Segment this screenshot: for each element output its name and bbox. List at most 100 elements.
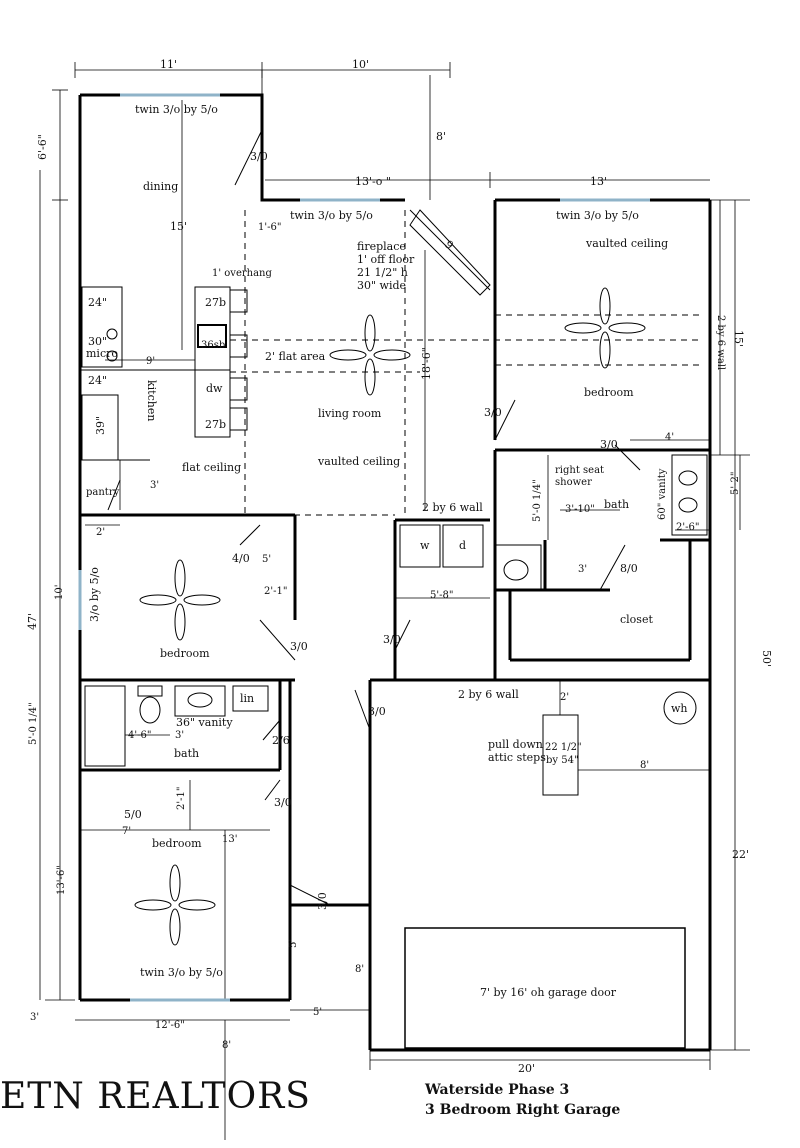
door-label: 4/0 xyxy=(232,552,250,565)
room-label-bedroom3: bedroom xyxy=(152,837,202,850)
dim-label: 3' xyxy=(150,480,159,491)
dim-label: 15' xyxy=(170,220,187,233)
dim-label: 10' xyxy=(352,58,369,71)
note-wall: 2 by 6 wall xyxy=(458,688,519,701)
dim-label: 9' xyxy=(146,356,155,367)
fixture-label: wh xyxy=(671,702,688,715)
title-line2: 3 Bedroom Right Garage xyxy=(425,1102,620,1118)
watermark: ETN REALTORS xyxy=(0,1076,311,1117)
kitchen-counters xyxy=(81,286,248,461)
door-label: 3/0 xyxy=(290,640,308,653)
door-label: 2/6 xyxy=(272,734,290,747)
dim-label: 5' xyxy=(313,1007,322,1018)
door-label: 3/0 xyxy=(600,438,618,451)
fireplace-line: 21 1/2" h xyxy=(357,266,408,279)
dim-label: 13' xyxy=(222,834,237,845)
dim-label: 6'-6" xyxy=(36,134,49,160)
window-label: twin 3/o by 5/o xyxy=(556,209,639,222)
room-label-master-bedroom: bedroom xyxy=(584,386,634,399)
dim-label: 1'-6" xyxy=(258,222,281,233)
fixture-label: 36sb xyxy=(201,340,225,351)
fixture-label: 60" vanity xyxy=(657,468,668,520)
room-label-vaulted: vaulted ceiling xyxy=(317,455,400,468)
fixture-label: 36" vanity xyxy=(176,716,233,729)
dim-label: 3' xyxy=(578,564,587,575)
fixture-label: w xyxy=(420,539,430,552)
fixture-label: micro xyxy=(86,347,118,360)
window-marks xyxy=(78,93,650,1002)
fan-icon xyxy=(329,314,411,396)
dim-label: 20' xyxy=(518,1062,535,1075)
note-attic-size: 22 1/2" by 54" xyxy=(545,742,585,766)
notes: fireplace 1' off floor 21 1/2" h 30" wid… xyxy=(357,240,726,999)
room-label-overhang: 1' overhang xyxy=(212,268,273,279)
dim-label: 5'-0 1/4" xyxy=(28,702,39,745)
room-label-flat-area: 2' flat area xyxy=(265,350,326,363)
dim-label: 2'-6" xyxy=(676,522,699,533)
room-label-vaulted-master: vaulted ceiling xyxy=(585,237,668,250)
fixture-label: dw xyxy=(206,382,223,395)
door-label: 3/0 xyxy=(368,705,386,718)
title-line1: Waterside Phase 3 xyxy=(424,1082,569,1098)
dimension-labels: 11' 10' 6'-6" 8' 13'-o " 13' 47' 50' 18'… xyxy=(26,58,773,1075)
door-label: 3/0 xyxy=(250,150,268,163)
dim-label: 11' xyxy=(160,58,177,71)
garage-items xyxy=(404,691,697,1049)
dim-label: 47' xyxy=(26,613,39,630)
bath-fixtures xyxy=(84,454,708,767)
dim-label: 2' xyxy=(560,692,569,703)
dim-label: 3'-10" xyxy=(565,504,595,515)
fixture-label: 30" xyxy=(88,335,107,348)
fireplace-line: 30" wide xyxy=(357,279,406,292)
attic-line: attic steps xyxy=(488,751,546,764)
dim-label: 13'-o " xyxy=(355,175,391,188)
dim-label: 10' xyxy=(54,585,65,600)
dim-label: 50' xyxy=(760,650,773,667)
fixture-label: lin xyxy=(240,692,254,705)
note-attic: pull down attic steps xyxy=(488,738,546,764)
fireplace-line: 1' off floor xyxy=(357,253,415,266)
dim-label: 8' xyxy=(355,964,364,975)
dim-label: 5' xyxy=(262,554,271,565)
room-label-kitchen: kitchen xyxy=(145,380,158,421)
door-swings xyxy=(107,129,641,906)
dim-label: 5'-2" xyxy=(730,472,741,495)
dim-label: 4'-6" xyxy=(128,730,151,741)
dim-label: 2' xyxy=(96,527,105,538)
shower-line2: shower xyxy=(555,477,592,488)
note-fireplace: fireplace 1' off floor 21 1/2" h 30" wid… xyxy=(357,240,418,292)
dim-label: 8' xyxy=(436,130,446,143)
fixture-labels: 24" 30" micro 24" 39" 27b 36sb dw 27b w … xyxy=(86,296,688,729)
window-labels: twin 3/o by 5/o twin 3/o by 5/o twin 3/o… xyxy=(88,103,639,979)
dim-label: 2'-1" xyxy=(264,586,287,597)
fireplace-line: fireplace xyxy=(357,240,406,253)
dim-label: 18'-6" xyxy=(420,347,433,380)
fireplace-shape xyxy=(409,209,491,296)
door-label: 9 xyxy=(442,238,456,252)
room-label-bath1: bath xyxy=(174,747,199,760)
fixture-label: 27b xyxy=(205,418,226,431)
fan-icon xyxy=(139,559,221,641)
window-label: twin 3/o by 5/o xyxy=(290,209,373,222)
room-label-flat-ceiling: flat ceiling xyxy=(182,461,241,474)
dim-label: 5'-8" xyxy=(430,590,453,601)
note-wall: 2 by 6 wall xyxy=(715,315,726,370)
dim-label: 13' xyxy=(590,175,607,188)
note-wall: 2 by 6 wall xyxy=(422,501,483,514)
door-label: 5/0 xyxy=(124,808,142,821)
dim-label: 3' xyxy=(30,1012,39,1023)
room-label-living: living room xyxy=(318,407,382,420)
dim-label: 5'-0 1/4" xyxy=(532,479,543,522)
room-label-bedroom2: bedroom xyxy=(160,647,210,660)
door-label: 8/0 xyxy=(620,562,638,575)
door-label: 3/0 xyxy=(484,406,502,419)
dim-label: 3' xyxy=(175,730,184,741)
ceiling-fans xyxy=(134,287,646,946)
room-labels: dining kitchen flat ceiling pantry livin… xyxy=(86,180,668,850)
attic-size-line: 22 1/2" xyxy=(545,742,582,753)
door-label: 3/0 xyxy=(316,892,329,910)
fixture-label: d xyxy=(459,539,466,552)
dim-label: 7' xyxy=(122,826,131,837)
dim-label: 12'-6" xyxy=(155,1020,185,1031)
